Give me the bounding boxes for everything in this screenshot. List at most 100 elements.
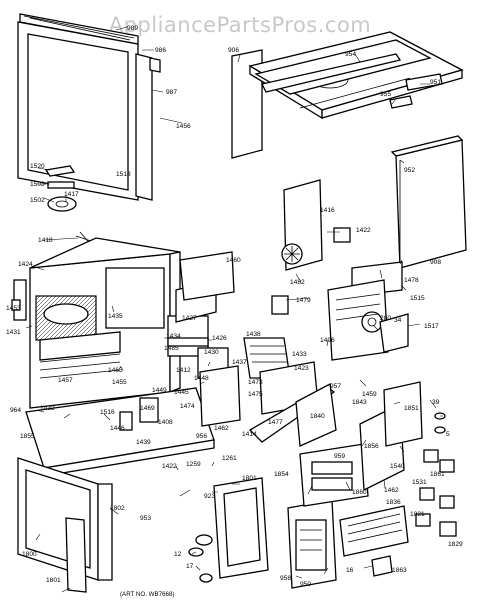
- part-label-1540: 1540: [390, 463, 405, 470]
- part-label-1438: 1438: [246, 331, 261, 338]
- part-label-1426: 1426: [212, 335, 227, 342]
- part-label-1503: 1503: [30, 181, 45, 188]
- part-label-1459: 1459: [362, 391, 377, 398]
- part-label-950: 950: [300, 581, 311, 588]
- part-label-1836: 1836: [386, 499, 401, 506]
- part-label-1801b: 1801: [242, 475, 257, 482]
- part-label-958: 958: [280, 575, 291, 582]
- part-label-1457: 1457: [58, 377, 73, 384]
- part-label-1448: 1448: [194, 375, 209, 382]
- part-label-1840: 1840: [310, 413, 325, 420]
- part-label-1477: 1477: [268, 419, 283, 426]
- part-label-1408: 1408: [158, 419, 173, 426]
- part-label-1453: 1453: [6, 305, 21, 312]
- leader-lines: [25, 26, 443, 593]
- part-label-1434: 1434: [166, 333, 181, 340]
- part-label-34: 34: [394, 317, 402, 324]
- part-label-1423: 1423: [294, 365, 309, 372]
- part-label-1856: 1856: [364, 443, 379, 450]
- part-label-1801: 1801: [46, 577, 61, 584]
- part-label-1531: 1531: [412, 479, 427, 486]
- outer-case-top: [231, 31, 464, 159]
- outer-case-side: [390, 135, 467, 269]
- part-label-280: 280: [380, 315, 391, 322]
- part-label-1460: 1460: [226, 257, 241, 264]
- door-frame-assembly: [17, 13, 161, 201]
- art-number-note: (ART NO. WB7668): [120, 591, 174, 598]
- part-label-964: 964: [10, 407, 21, 414]
- part-label-953: 953: [140, 515, 151, 522]
- part-label-1473: 1473: [248, 379, 263, 386]
- part-label-1455: 1455: [112, 379, 127, 386]
- part-label-1520: 1520: [30, 163, 45, 170]
- part-label-986: 986: [155, 47, 166, 54]
- part-label-1430: 1430: [204, 349, 219, 356]
- part-label-1854: 1854: [274, 471, 289, 478]
- part-label-1261: 1261: [222, 455, 237, 462]
- part-label-1462b: 1462: [384, 487, 399, 494]
- part-label-1431: 1431: [6, 329, 21, 336]
- part-label-1465: 1465: [108, 367, 123, 374]
- part-label-1445: 1445: [174, 389, 189, 396]
- part-label-1412: 1412: [176, 367, 191, 374]
- part-label-956: 956: [196, 433, 207, 440]
- part-label-1855: 1855: [20, 433, 35, 440]
- part-label-1422: 1422: [356, 227, 371, 234]
- part-labels: 989 986 987 1456 1518 1520 1503 1502 141…: [6, 25, 463, 588]
- part-label-1435: 1435: [108, 313, 123, 320]
- part-label-1446: 1446: [110, 425, 125, 432]
- part-label-951: 951: [430, 79, 441, 86]
- part-label-1259: 1259: [186, 461, 201, 468]
- part-label-1479: 1479: [296, 297, 311, 304]
- interlock-switches: [415, 412, 457, 537]
- part-label-1502: 1502: [30, 197, 45, 204]
- part-label-1821: 1821: [410, 511, 425, 518]
- part-label-987: 987: [166, 89, 177, 96]
- part-label-12: 12: [174, 551, 182, 558]
- part-label-908: 908: [430, 259, 441, 266]
- part-label-1843: 1843: [352, 399, 367, 406]
- part-label-1518: 1518: [116, 171, 131, 178]
- part-label-1456: 1456: [176, 123, 191, 130]
- part-label-1482: 1482: [290, 279, 305, 286]
- part-label-1469: 1469: [140, 405, 155, 412]
- part-label-39: 39: [432, 399, 440, 406]
- door-assembly: [17, 457, 113, 593]
- part-label-952: 952: [404, 167, 415, 174]
- part-label-1416: 1416: [320, 207, 335, 214]
- control-pcb: [299, 381, 423, 557]
- part-label-1496: 1496: [320, 337, 335, 344]
- part-label-1474: 1474: [180, 403, 195, 410]
- part-label-17: 17: [186, 563, 194, 570]
- part-label-1515: 1515: [410, 295, 425, 302]
- control-panel-frame: [213, 477, 337, 589]
- part-label-1433: 1433: [292, 351, 307, 358]
- fan-motor-bracket: [179, 179, 351, 315]
- base-chassis: [25, 361, 337, 477]
- part-label-1485: 1485: [164, 345, 179, 352]
- part-label-906: 906: [228, 47, 239, 54]
- oven-cavity: [11, 237, 181, 409]
- part-label-1478: 1478: [404, 277, 419, 284]
- part-label-1861: 1861: [430, 471, 445, 478]
- part-label-1449: 1449: [152, 387, 167, 394]
- part-label-1516: 1516: [100, 409, 115, 416]
- part-label-1432: 1432: [40, 405, 55, 412]
- part-label-16: 16: [346, 567, 354, 574]
- part-label-1417: 1417: [64, 191, 79, 198]
- part-label-1517: 1517: [424, 323, 439, 330]
- part-label-954: 954: [345, 51, 356, 58]
- part-label-923: 923: [204, 493, 215, 500]
- part-label-1427: 1427: [182, 315, 197, 322]
- small-parts-left: [44, 165, 95, 247]
- part-label-5: 5: [446, 431, 450, 438]
- part-label-957: 957: [330, 383, 341, 390]
- part-label-1863: 1863: [392, 567, 407, 574]
- part-label-1424: 1424: [18, 261, 33, 268]
- part-label-1462: 1462: [214, 425, 229, 432]
- part-label-989: 989: [127, 25, 138, 32]
- part-label-1439: 1439: [136, 439, 151, 446]
- part-label-1851: 1851: [404, 405, 419, 412]
- part-label-1829: 1829: [448, 541, 463, 548]
- part-label-1418: 1418: [38, 237, 53, 244]
